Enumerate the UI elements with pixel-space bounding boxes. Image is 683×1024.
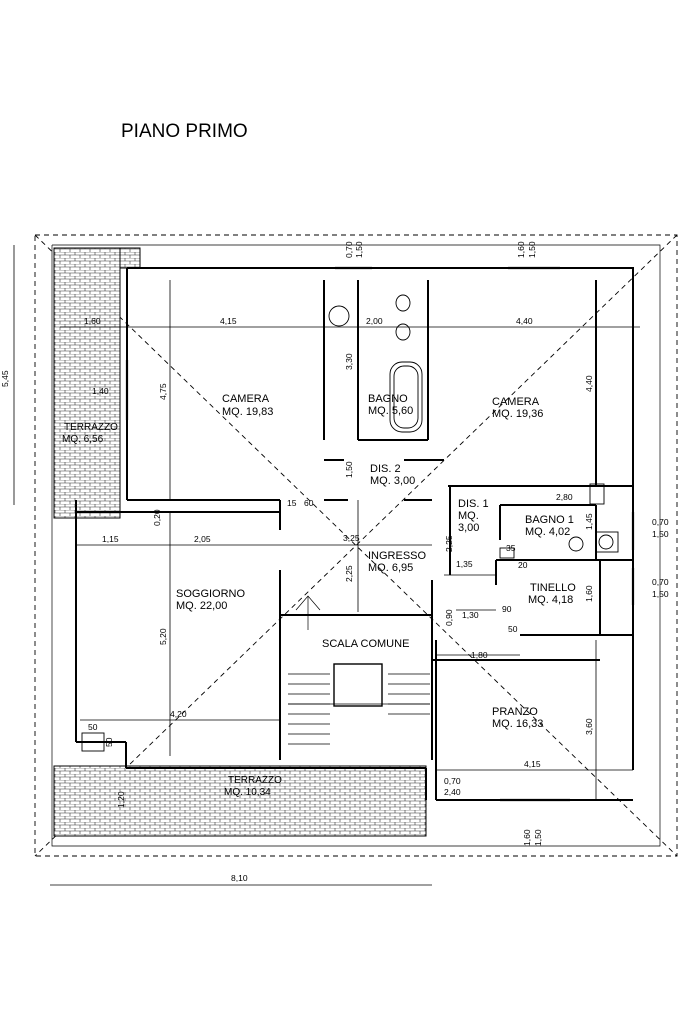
dim-bottom-width: 8,10	[231, 873, 248, 883]
dimension-lines	[13, 245, 640, 886]
walls	[75, 267, 634, 801]
room-area-bagno: MQ. 5,60	[368, 405, 413, 417]
dim-small-50c: 50	[104, 737, 114, 747]
room-area-dis2: MQ. 3,00	[370, 475, 415, 487]
terrace-bottom	[53, 765, 427, 837]
dim-bagno-width: 2,00	[366, 316, 383, 326]
dim-right-window2-a: 0,70	[652, 577, 669, 587]
room-area-pranzo: MQ. 16,33	[492, 718, 543, 730]
dim-small-50b: 50	[88, 722, 98, 732]
dim-left-height: 5,45	[0, 370, 10, 387]
room-area-terrazzo-bottom: MQ. 10,34	[224, 787, 271, 798]
dim-top-left-win-a: 0,70	[344, 241, 354, 258]
room-area-tinello: MQ. 4,18	[528, 594, 573, 606]
dim-door-090: 0,90	[444, 609, 454, 626]
dimension-labels: 5,45 8,10 0,70 1,50 1,60 1,50 1,60 4,15 …	[0, 241, 669, 883]
room-area-bagno1: MQ. 4,02	[525, 526, 570, 538]
room-name-bagno: BAGNO	[368, 393, 408, 405]
dim-dis1-height: 2,25	[444, 535, 454, 552]
dim-pranzo-window-b: 2,40	[444, 787, 461, 797]
room-name-camera-left: CAMERA	[222, 393, 270, 405]
room-area-terrazzo-left: MQ. 6,56	[62, 434, 104, 445]
dim-small-35: 35	[506, 543, 516, 553]
roof-line	[51, 244, 661, 847]
dim-small-15: 15	[287, 498, 297, 508]
dim-wall-20: 0,20	[152, 509, 162, 526]
room-name-camera-right: CAMERA	[492, 396, 540, 408]
dim-door-130: 1,30	[462, 610, 479, 620]
room-name-terrazzo-left: TERRAZZO	[64, 422, 118, 433]
dim-ingresso-height: 2,25	[344, 565, 354, 582]
room-area-soggiorno: MQ. 22,00	[176, 600, 227, 612]
dim-bottom-window-b: 1,50	[533, 829, 543, 846]
dim-bagno1-width: 2,80	[556, 492, 573, 502]
dim-soggiorno-b: 2,05	[194, 534, 211, 544]
dim-soggiorno-height: 5,20	[158, 628, 168, 645]
dim-door-135: 1,35	[456, 559, 473, 569]
dim-tinello-height: 1,60	[584, 585, 594, 602]
room-name-dis1: DIS. 1	[458, 498, 489, 510]
dim-terrazzo-height: 1,20	[116, 791, 126, 808]
room-name-pranzo: PRANZO	[492, 706, 538, 718]
dim-camera-right-height: 4,40	[584, 375, 594, 392]
dim-camera-width: 4,15	[220, 316, 237, 326]
room-name-ingresso: INGRESSO	[368, 550, 427, 562]
dim-soggiorno-a: 1,15	[102, 534, 119, 544]
dim-small-50: 50	[508, 624, 518, 634]
dim-bagno-depth: 3,30	[344, 353, 354, 370]
dim-terrace-width: 1,60	[84, 316, 101, 326]
dim-top-right-win-a: 1,60	[516, 241, 526, 258]
room-name-terrazzo-bottom: TERRAZZO	[228, 775, 282, 786]
room-area-dis1: 3,00	[458, 522, 479, 534]
dim-ingresso-width: 3,25	[343, 533, 360, 543]
room-name-dis2: DIS. 2	[370, 463, 401, 475]
room-name-tinello: TINELLO	[530, 582, 576, 594]
dim-right-window1-a: 0,70	[652, 517, 669, 527]
dim-pranzo-width2: 4,15	[524, 759, 541, 769]
dim-dis2-depth: 1,50	[344, 461, 354, 478]
room-area-camera-right: MQ. 19,36	[492, 408, 543, 420]
dim-top-right-win-b: 1,50	[527, 241, 537, 258]
room-labels: CAMERA MQ. 19,83 BAGNO MQ. 5,60 CAMERA M…	[62, 393, 576, 798]
plan-title: PIANO PRIMO	[121, 121, 248, 142]
room-area-ingresso: MQ. 6,95	[368, 562, 413, 574]
dim-small-60: 60	[304, 498, 314, 508]
dim-soggiorno-width: 4,20	[170, 709, 187, 719]
dim-small-90: 90	[502, 604, 512, 614]
room-name-soggiorno: SOGGIORNO	[176, 588, 246, 600]
room-name-scala: SCALA COMUNE	[322, 638, 409, 650]
dim-right-window1-b: 1,50	[652, 529, 669, 539]
dim-camera-right-width: 4,40	[516, 316, 533, 326]
dim-small-20: 20	[518, 560, 528, 570]
windows	[125, 266, 635, 802]
terrace-left	[53, 247, 121, 519]
dim-camera-left-height: 4,75	[158, 383, 168, 400]
dim-bagno1-height: 1,45	[584, 513, 594, 530]
outer-boundary	[34, 234, 678, 857]
dim-pranzo-width: 1,80	[471, 650, 488, 660]
dim-right-window2-b: 1,50	[652, 589, 669, 599]
room-arealabel-dis1: MQ.	[458, 510, 479, 522]
dim-top-left-win-b: 1,50	[354, 241, 364, 258]
dim-bottom-window-a: 1,60	[522, 829, 532, 846]
room-name-bagno1: BAGNO 1	[525, 514, 574, 526]
dim-pranzo-window-a: 0,70	[444, 776, 461, 786]
terrace-top-corner	[119, 247, 141, 269]
dim-terrace-a: 1,40	[92, 386, 109, 396]
bathroom-fixtures	[81, 294, 619, 752]
dim-pranzo-height: 3,60	[584, 718, 594, 735]
stairs	[288, 595, 430, 745]
room-area-camera-left: MQ. 19,83	[222, 406, 273, 418]
